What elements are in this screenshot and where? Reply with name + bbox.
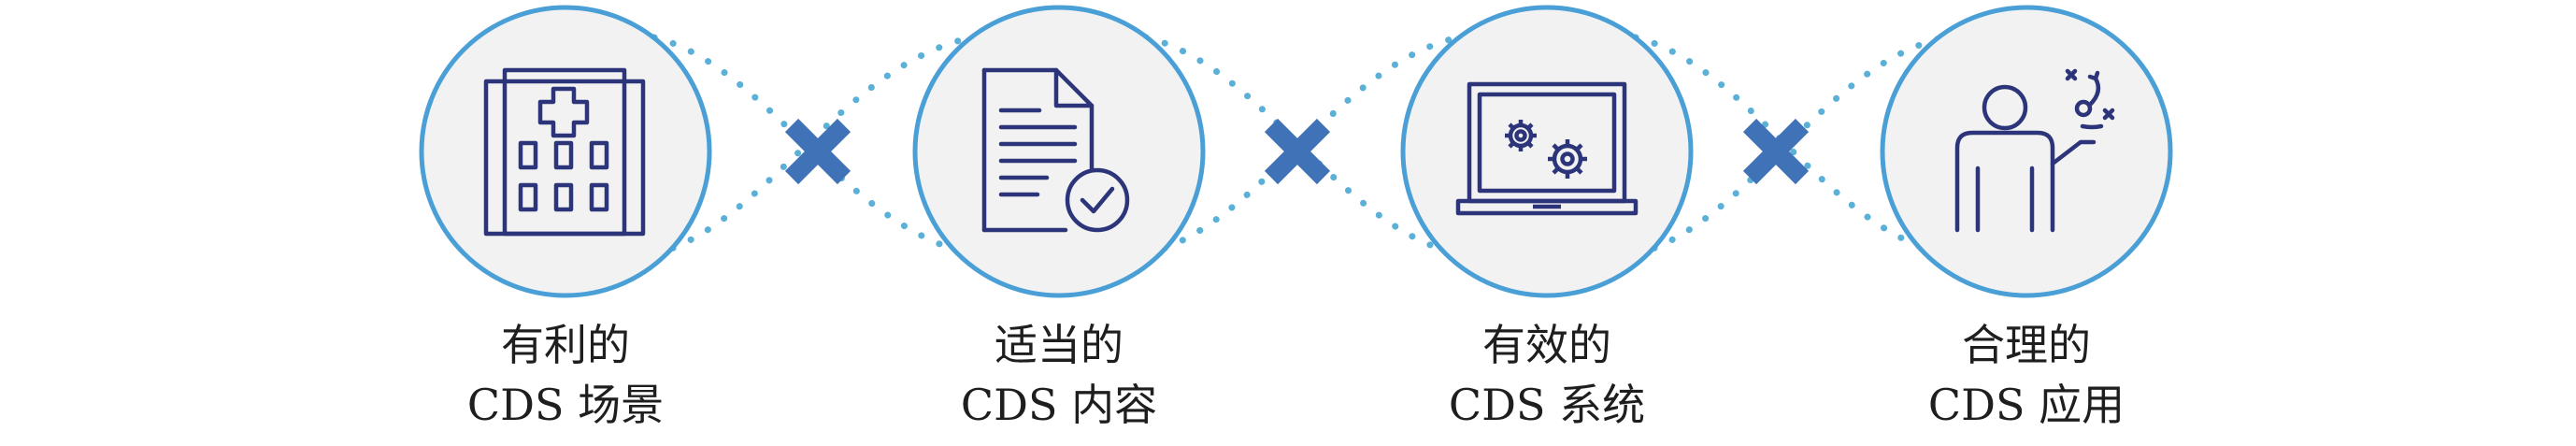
node-circle-use [1880, 5, 2173, 298]
node-label-system: 有效的 CDS 系统 [1379, 315, 1715, 435]
dotted-connector-strands [651, 34, 1948, 258]
dotted-strand [1142, 34, 1462, 258]
node-circle-scene [419, 5, 712, 298]
cross-icon [1264, 118, 1331, 185]
node-label-line1: 适当的 [995, 320, 1123, 370]
node-label-scene: 有利的 CDS 场景 [397, 315, 734, 435]
node-label-line1: 有效的 [1482, 320, 1611, 370]
node-label-content: 适当的 CDS 内容 [891, 315, 1227, 435]
node-label-line2: CDS 应用 [1927, 380, 2125, 430]
node-label-line2: CDS 内容 [960, 380, 1158, 430]
hospital-building-icon [483, 67, 646, 237]
person-strategy-icon [1954, 68, 2115, 233]
cross-icon [1742, 118, 1810, 185]
laptop-gears-icon [1455, 81, 1639, 216]
node-label-line1: 有利的 [501, 320, 630, 370]
dotted-strand [651, 34, 976, 258]
node-label-use: 合理的 CDS 应用 [1858, 315, 2195, 435]
node-label-line2: CDS 场景 [466, 380, 665, 430]
document-checkmark-icon [981, 67, 1130, 233]
cross-icon [784, 118, 852, 185]
dotted-strand [1142, 34, 1462, 258]
node-label-line2: CDS 系统 [1448, 380, 1646, 430]
node-circle-system [1400, 5, 1694, 298]
node-circle-content [912, 5, 1206, 298]
node-label-line1: 合理的 [1962, 320, 2091, 370]
dotted-strand [651, 34, 976, 258]
